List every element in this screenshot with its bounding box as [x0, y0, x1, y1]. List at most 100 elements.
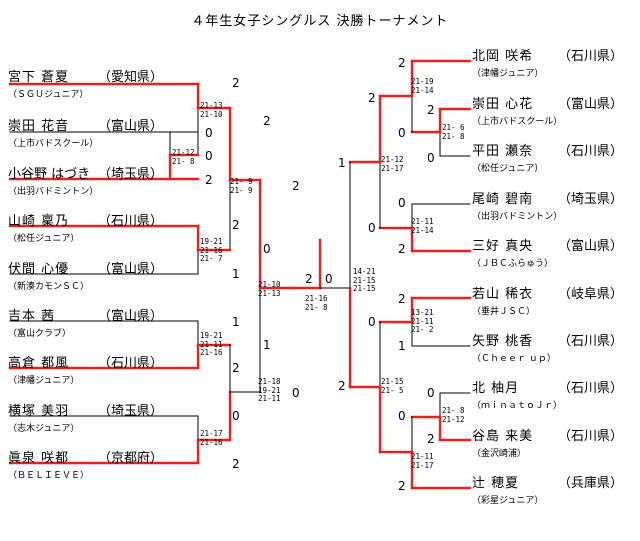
left-player-3-name: 小谷野 はづき	[8, 167, 91, 182]
score-l-m7-bot: 0	[292, 386, 300, 400]
left-player-4-name: 山崎 稟乃	[8, 214, 70, 229]
right-player-8-pref: （石川県）	[558, 381, 624, 396]
right-player-10-name: 辻 穂夏	[472, 476, 520, 491]
sets-r-m7: 21-11 21-17	[411, 452, 434, 470]
sets-l-m8: 21-10 21-13	[258, 280, 281, 298]
left-player-7-name: 高倉 都風	[8, 356, 70, 371]
right-player-7-pref: （石川県）	[558, 334, 624, 349]
score-l-m3-top: 2	[263, 114, 271, 128]
sets-l-m6: 21-17 21-16	[200, 429, 223, 447]
right-player-6-name: 若山 稀衣	[472, 287, 534, 302]
left-player-4-club: （松任ジュニア）	[8, 234, 80, 244]
right-player-10-club: （彩星ジュニア）	[472, 496, 544, 506]
right-player-8-club: （ｍｉｎａｔｏＪｒ）	[472, 401, 563, 411]
left-player-6-name: 吉本 茜	[8, 309, 56, 324]
right-player-7-name: 矢野 桃香	[472, 334, 534, 349]
score-final-right: 0	[325, 272, 333, 286]
right-player-5-name: 三好 真央	[472, 239, 534, 254]
score-r-m3-top: 0	[398, 196, 406, 210]
left-player-2-pref: （富山県）	[98, 119, 164, 134]
score-l-m2-bot: 2	[205, 173, 213, 187]
score-l-m6-top: 0	[232, 409, 240, 423]
right-player-9-club: （金沢崎浦）	[472, 449, 527, 459]
left-player-9-club: （ＢＥＬＩＥＶＥ）	[8, 471, 90, 481]
score-l-m1-top: 2	[232, 76, 240, 90]
left-player-8-pref: （埼玉県）	[98, 404, 164, 419]
right-player-4-name: 尾崎 碧南	[472, 192, 534, 207]
right-player-7-club: （Ｃｈｅｅｒ ｕｐ）	[472, 354, 556, 364]
right-player-1-name: 北岡 咲希	[472, 49, 534, 64]
sets-l-m1: 21-13 21-10	[200, 101, 223, 119]
left-player-9-name: 眞泉 咲都	[8, 451, 70, 466]
left-player-8-club: （志木ジュニア）	[8, 424, 80, 434]
right-player-9-pref: （石川県）	[558, 429, 624, 444]
score-r-m2-top: 2	[427, 103, 435, 117]
right-player-1-pref: （石川県）	[558, 49, 624, 64]
sets-r-m6: 21- 8 21-12	[442, 406, 465, 424]
score-r-m7-top: 0	[398, 409, 406, 423]
right-player-2-name: 崇田 心花	[472, 97, 534, 112]
right-player-9-name: 谷島 来美	[472, 429, 534, 444]
left-player-2-name: 崇田 花音	[8, 119, 70, 134]
left-player-5-name: 伏間 心優	[8, 262, 70, 277]
score-r-m1-top: 2	[398, 56, 406, 70]
score-r-m8-bot: 2	[338, 379, 346, 393]
score-r-m5-bot: 1	[398, 339, 406, 353]
left-player-5-club: （新湊カモンＳＣ）	[8, 282, 90, 292]
left-player-8-name: 横塚 美羽	[8, 404, 70, 419]
right-player-6-pref: （岐阜県）	[558, 287, 624, 302]
score-r-m7-bot: 2	[398, 479, 406, 493]
sets-final: 21-16 21- 8	[305, 294, 328, 312]
right-player-8-name: 北 柚月	[472, 381, 520, 396]
sets-l-m7: 21-18 19-21 21-11	[258, 377, 281, 403]
score-l-m3-bot: 0	[263, 242, 271, 256]
score-r-m5-top: 2	[398, 292, 406, 306]
score-l-m6-bot: 2	[232, 457, 240, 471]
score-r-m9-top: 1	[338, 156, 346, 170]
left-player-7-pref: （石川県）	[98, 356, 164, 371]
sets-l-m5: 19-21 21-11 21-16	[200, 331, 223, 357]
score-l-m2-top: 0	[205, 149, 213, 163]
sets-r-m5: 13-21 21-11 21- 2	[411, 308, 434, 334]
left-player-5-pref: （富山県）	[98, 262, 164, 277]
score-l-m4-top: 2	[232, 218, 240, 232]
left-player-7-club: （津幡ジュニア）	[8, 376, 80, 386]
sets-r-m1: 21-19 21-14	[411, 77, 434, 95]
score-l-m5-top: 1	[232, 315, 240, 329]
score-r-m4-bot: 0	[368, 221, 376, 235]
sets-r-m8: 21-15 21- 5	[381, 377, 404, 395]
score-r-m1-bot: 0	[398, 126, 406, 140]
right-player-4-pref: （埼玉県）	[558, 192, 624, 207]
score-r-m2-bot: 0	[427, 151, 435, 165]
sets-r-m2: 21- 6 21- 8	[442, 123, 465, 141]
right-player-10-pref: （兵庫県）	[558, 476, 624, 491]
sets-r-m9: 14-21 21-15 21-15	[353, 267, 376, 293]
score-l-m1-bot: 0	[205, 126, 213, 140]
sets-r-m4: 21-12 21-17	[381, 155, 404, 173]
score-r-m6-top: 0	[427, 386, 435, 400]
left-player-3-club: （出羽バドミントン）	[8, 187, 99, 197]
right-player-3-name: 平田 瀬奈	[472, 144, 534, 159]
page-title: ４年生女子シングルス 決勝トーナメント	[191, 14, 449, 29]
left-player-1-name: 宮下 蒼夏	[8, 70, 70, 85]
sets-l-m4: 19-21 21-16 21- 7	[200, 237, 223, 263]
left-player-9-pref: （京都府）	[98, 451, 164, 466]
score-r-m6-bot: 2	[427, 432, 435, 446]
score-r-m8-top: 0	[368, 315, 376, 329]
right-player-3-pref: （石川県）	[558, 144, 624, 159]
right-player-2-club: （上市バドスクール）	[472, 117, 563, 127]
sets-l-m3: 21- 9 21- 9	[230, 177, 253, 195]
left-player-3-pref: （埼玉県）	[98, 167, 164, 182]
right-player-4-club: （出羽バドミントン）	[472, 212, 563, 222]
right-player-2-pref: （富山県）	[558, 97, 624, 112]
left-player-1-club: （ＳＧＵジュニア）	[8, 90, 89, 100]
left-player-6-pref: （富山県）	[98, 309, 164, 324]
score-l-m4-bot: 1	[232, 267, 240, 281]
left-player-1-pref: （愛知県）	[98, 70, 164, 85]
score-l-m7-top: 1	[263, 338, 271, 352]
right-player-3-club: （松任ジュニア）	[472, 164, 544, 174]
score-final-left: 2	[305, 272, 313, 286]
sets-l-m2: 21-12 21- 8	[172, 148, 195, 166]
score-l-m8-top: 2	[292, 179, 300, 193]
